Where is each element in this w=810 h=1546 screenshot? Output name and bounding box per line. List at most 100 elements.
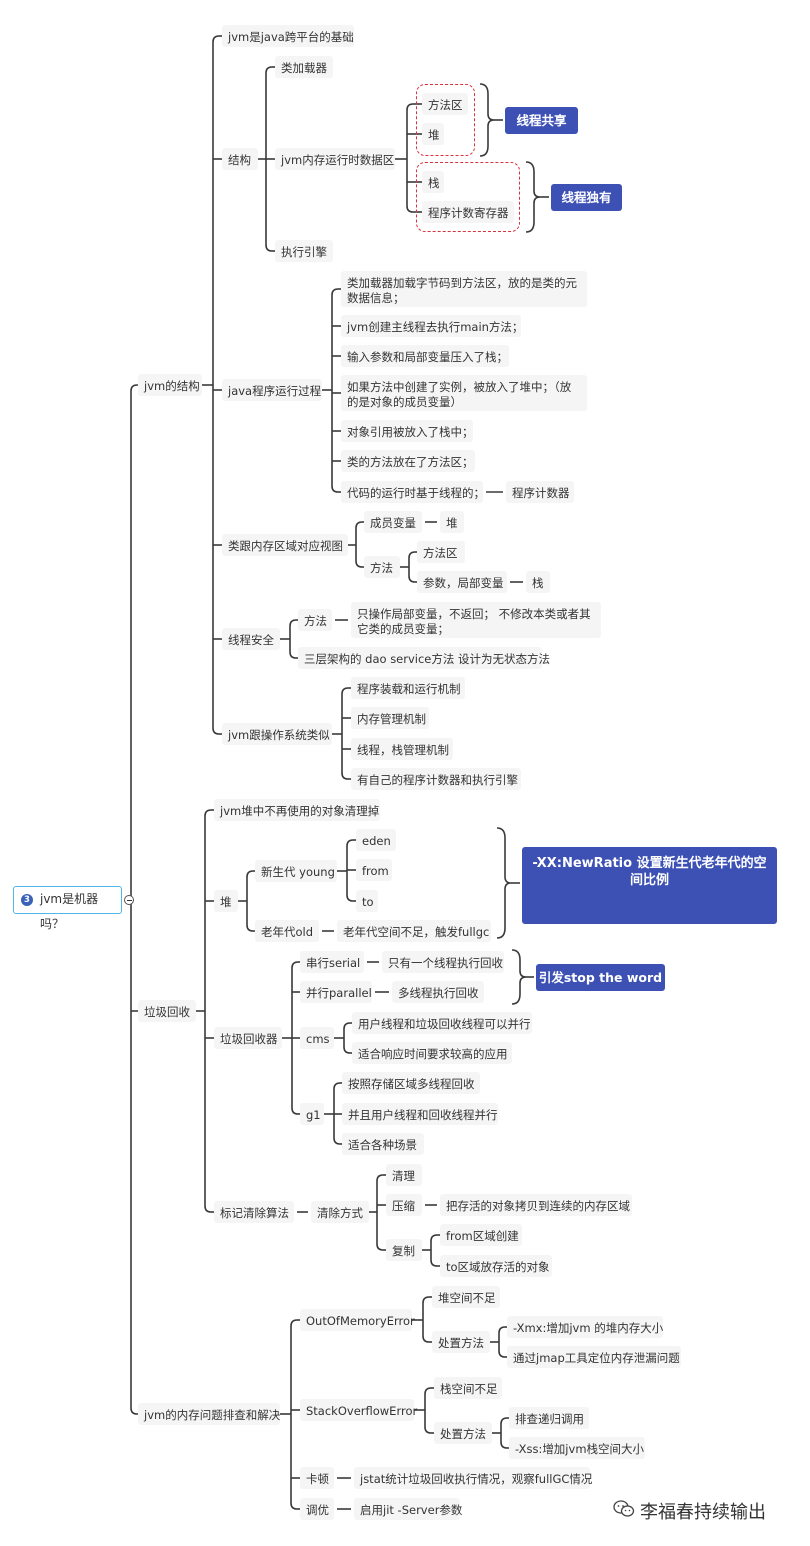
node-n1-4-2-1[interactable]: 方法区 [417,541,465,563]
node-n2-2-2-1[interactable]: 老年代空间不足，触发fullgc [337,920,491,942]
number-three-icon: 3 [21,894,33,906]
thread-private-tag: 线程独有 [551,184,622,211]
node-n2-2-1-2[interactable]: from [356,859,392,881]
newratio-bracket [496,827,512,939]
node-n1-4-2-2-1[interactable]: 栈 [526,571,550,593]
n1-branch-spine [212,35,220,735]
node-n2-4-1-3-2[interactable]: to区域放存活的对象 [440,1255,552,1277]
node-n3-3[interactable]: 卡顿 [300,1467,334,1489]
node-n1-2-2-1[interactable]: 方法区 [422,93,468,115]
node-n1-3-4[interactable]: 如果方法中创建了实例，被放入了堆中；（放的是对象的成员变量） [341,375,587,411]
node-n1-3-7[interactable]: 代码的运行时基于线程的； [341,481,485,503]
node-n2-3-2-1[interactable]: 多线程执行回收 [392,981,484,1003]
node-n1-6-1[interactable]: 程序装载和运行机制 [351,677,465,699]
node-n2-3-1-1[interactable]: 只有一个线程执行回收 [382,951,504,973]
collapse-toggle-icon[interactable] [124,895,134,905]
node-n1-2-1[interactable]: 类加载器 [275,56,333,78]
node-n1-6-3[interactable]: 线程，栈管理机制 [351,738,453,760]
node-n1-5-1[interactable]: 方法 [298,609,332,631]
node-n1-3-3[interactable]: 输入参数和局部变量压入了栈； [341,345,509,367]
node-n2-4[interactable]: 标记清除算法 [214,1201,294,1223]
n1-2-2-branch-spine [406,103,414,213]
node-n2-2[interactable]: 堆 [214,890,238,912]
node-n1-3-2[interactable]: jvm创建主线程去执行main方法； [341,315,523,337]
node-n1-2-3[interactable]: 执行引擎 [275,240,333,262]
node-n2-2-1-1[interactable]: eden [356,829,396,851]
node-n3[interactable]: jvm的内存问题排查和解决 [138,1403,280,1425]
n2-branch-spine [204,809,212,1213]
node-n1-4-2[interactable]: 方法 [364,556,400,578]
node-n2-3-4-3[interactable]: 适合各种场景 [342,1133,424,1155]
node-n3-2-2-1[interactable]: 排查递归调用 [509,1407,589,1429]
node-n3-3-1[interactable]: jstat统计垃圾回收执行情况，观察fullGC情况 [354,1467,592,1489]
node-n2-1[interactable]: jvm堆中不再使用的对象清理掉 [214,799,380,821]
node-n2-4-1-3-1[interactable]: from区域创建 [440,1224,522,1246]
node-n1-3-7-1[interactable]: 程序计数器 [506,481,574,503]
n3-2-branch-spine [424,1387,432,1434]
n1-6-branch-spine [341,687,349,780]
node-n1-5-2[interactable]: 三层架构的 dao service方法 设计为无状态方法 [298,647,550,669]
node-n3-4-1[interactable]: 启用jit -Server参数 [354,1498,462,1520]
private-bracket [525,161,541,233]
node-n2-2-1-3[interactable]: to [356,890,378,912]
node-n1-3[interactable]: java程序运行过程 [222,379,322,401]
node-n3-4[interactable]: 调优 [300,1498,334,1520]
node-n2-3-2[interactable]: 并行parallel [300,981,372,1003]
node-n2-4-1-2-1[interactable]: 把存活的对象拷贝到连续的内存区域 [440,1194,632,1216]
n2-3-3-branch-spine [343,1022,351,1054]
node-n1-2-2-2[interactable]: 堆 [422,123,444,145]
node-n1-3-5[interactable]: 对象引用被放入了栈中； [341,420,474,442]
node-n3-2-2-2[interactable]: -Xss:增加jvm栈空间大小 [509,1437,645,1459]
node-n1-2-2[interactable]: jvm内存运行时数据区 [275,148,395,170]
root-label: jvm是机器吗？ [40,892,99,931]
node-n1-2-2-4[interactable]: 程序计数寄存器 [422,201,514,223]
node-n1-6[interactable]: jvm跟操作系统类似 [222,723,332,745]
node-n3-1-1[interactable]: 堆空间不足 [432,1286,500,1308]
node-n1[interactable]: jvm的结构 [138,374,202,396]
node-n1-5-1-1[interactable]: 只操作局部变量，不返回； 不修改本类或者其它类的成员变量； [351,602,601,638]
node-n2-4-1[interactable]: 清除方式 [311,1201,369,1223]
node-n2-4-1-3[interactable]: 复制 [386,1239,422,1261]
node-n1-4-1[interactable]: 成员变量 [364,511,422,533]
n2-2-branch-spine [246,870,254,932]
n2-4-1-3-branch-spine [430,1234,438,1267]
node-n3-2-1[interactable]: 栈空间不足 [434,1377,502,1399]
n1-4-2-branch-spine [408,551,416,583]
node-n1-5[interactable]: 线程安全 [222,628,280,650]
node-n2[interactable]: 垃圾回收 [138,1000,196,1022]
node-n3-1-2-1[interactable]: -Xmx:增加jvm 的堆内存大小 [507,1316,663,1338]
node-n2-3-3-1[interactable]: 用户线程和垃圾回收线程可以并行 [352,1012,532,1034]
node-n3-1-2[interactable]: 处置方法 [432,1331,490,1353]
watermark-text: 李福春持续输出 [640,1502,766,1523]
node-n1-4[interactable]: 类跟内存区域对应视图 [222,534,348,556]
node-n1-2-2-3[interactable]: 栈 [422,171,444,193]
node-n1-3-6[interactable]: 类的方法放在了方法区； [341,450,475,472]
n3-1-2-branch-spine [498,1326,506,1358]
node-n3-1[interactable]: OutOfMemoryError [300,1309,415,1331]
node-n3-1-2-2[interactable]: 通过jmap工具定位内存泄漏问题 [507,1346,681,1368]
node-n2-2-1[interactable]: 新生代 young [255,860,337,882]
node-n1-6-2[interactable]: 内存管理机制 [351,707,429,729]
node-n3-2-2[interactable]: 处置方法 [434,1422,492,1444]
root-node[interactable]: 3 jvm是机器吗？ [13,886,122,931]
node-n1-4-1-1[interactable]: 堆 [440,511,464,533]
node-n3-2[interactable]: StackOverflowError [300,1399,417,1421]
node-n1-4-2-2[interactable]: 参数，局部变量 [417,571,507,593]
node-n2-2-2[interactable]: 老年代old [255,920,319,942]
node-n1-1[interactable]: jvm是java跨平台的基础 [222,25,354,47]
n3-2-2-branch-spine [500,1417,508,1449]
node-n1-6-4[interactable]: 有自己的程序计数器和执行引擎 [351,768,521,790]
node-n2-3-1[interactable]: 串行serial [300,951,364,973]
node-n2-3-4-2[interactable]: 并且用户线程和回收线程并行 [342,1103,498,1125]
node-n2-3-3-2[interactable]: 适合响应时间要求较高的应用 [352,1042,512,1064]
node-n1-2[interactable]: 结构 [222,148,258,170]
node-n2-4-1-1[interactable]: 清理 [386,1164,422,1186]
node-n2-4-1-2[interactable]: 压缩 [386,1194,422,1216]
node-n1-3-1[interactable]: 类加载器加载字节码到方法区，放的是类的元数据信息； [341,271,587,307]
node-n2-3-3[interactable]: cms [300,1027,334,1049]
node-n2-3-4[interactable]: g1 [300,1103,324,1125]
node-n2-3[interactable]: 垃圾回收器 [214,1027,282,1049]
node-n2-3-4-1[interactable]: 按照存储区域多线程回收 [342,1072,480,1094]
